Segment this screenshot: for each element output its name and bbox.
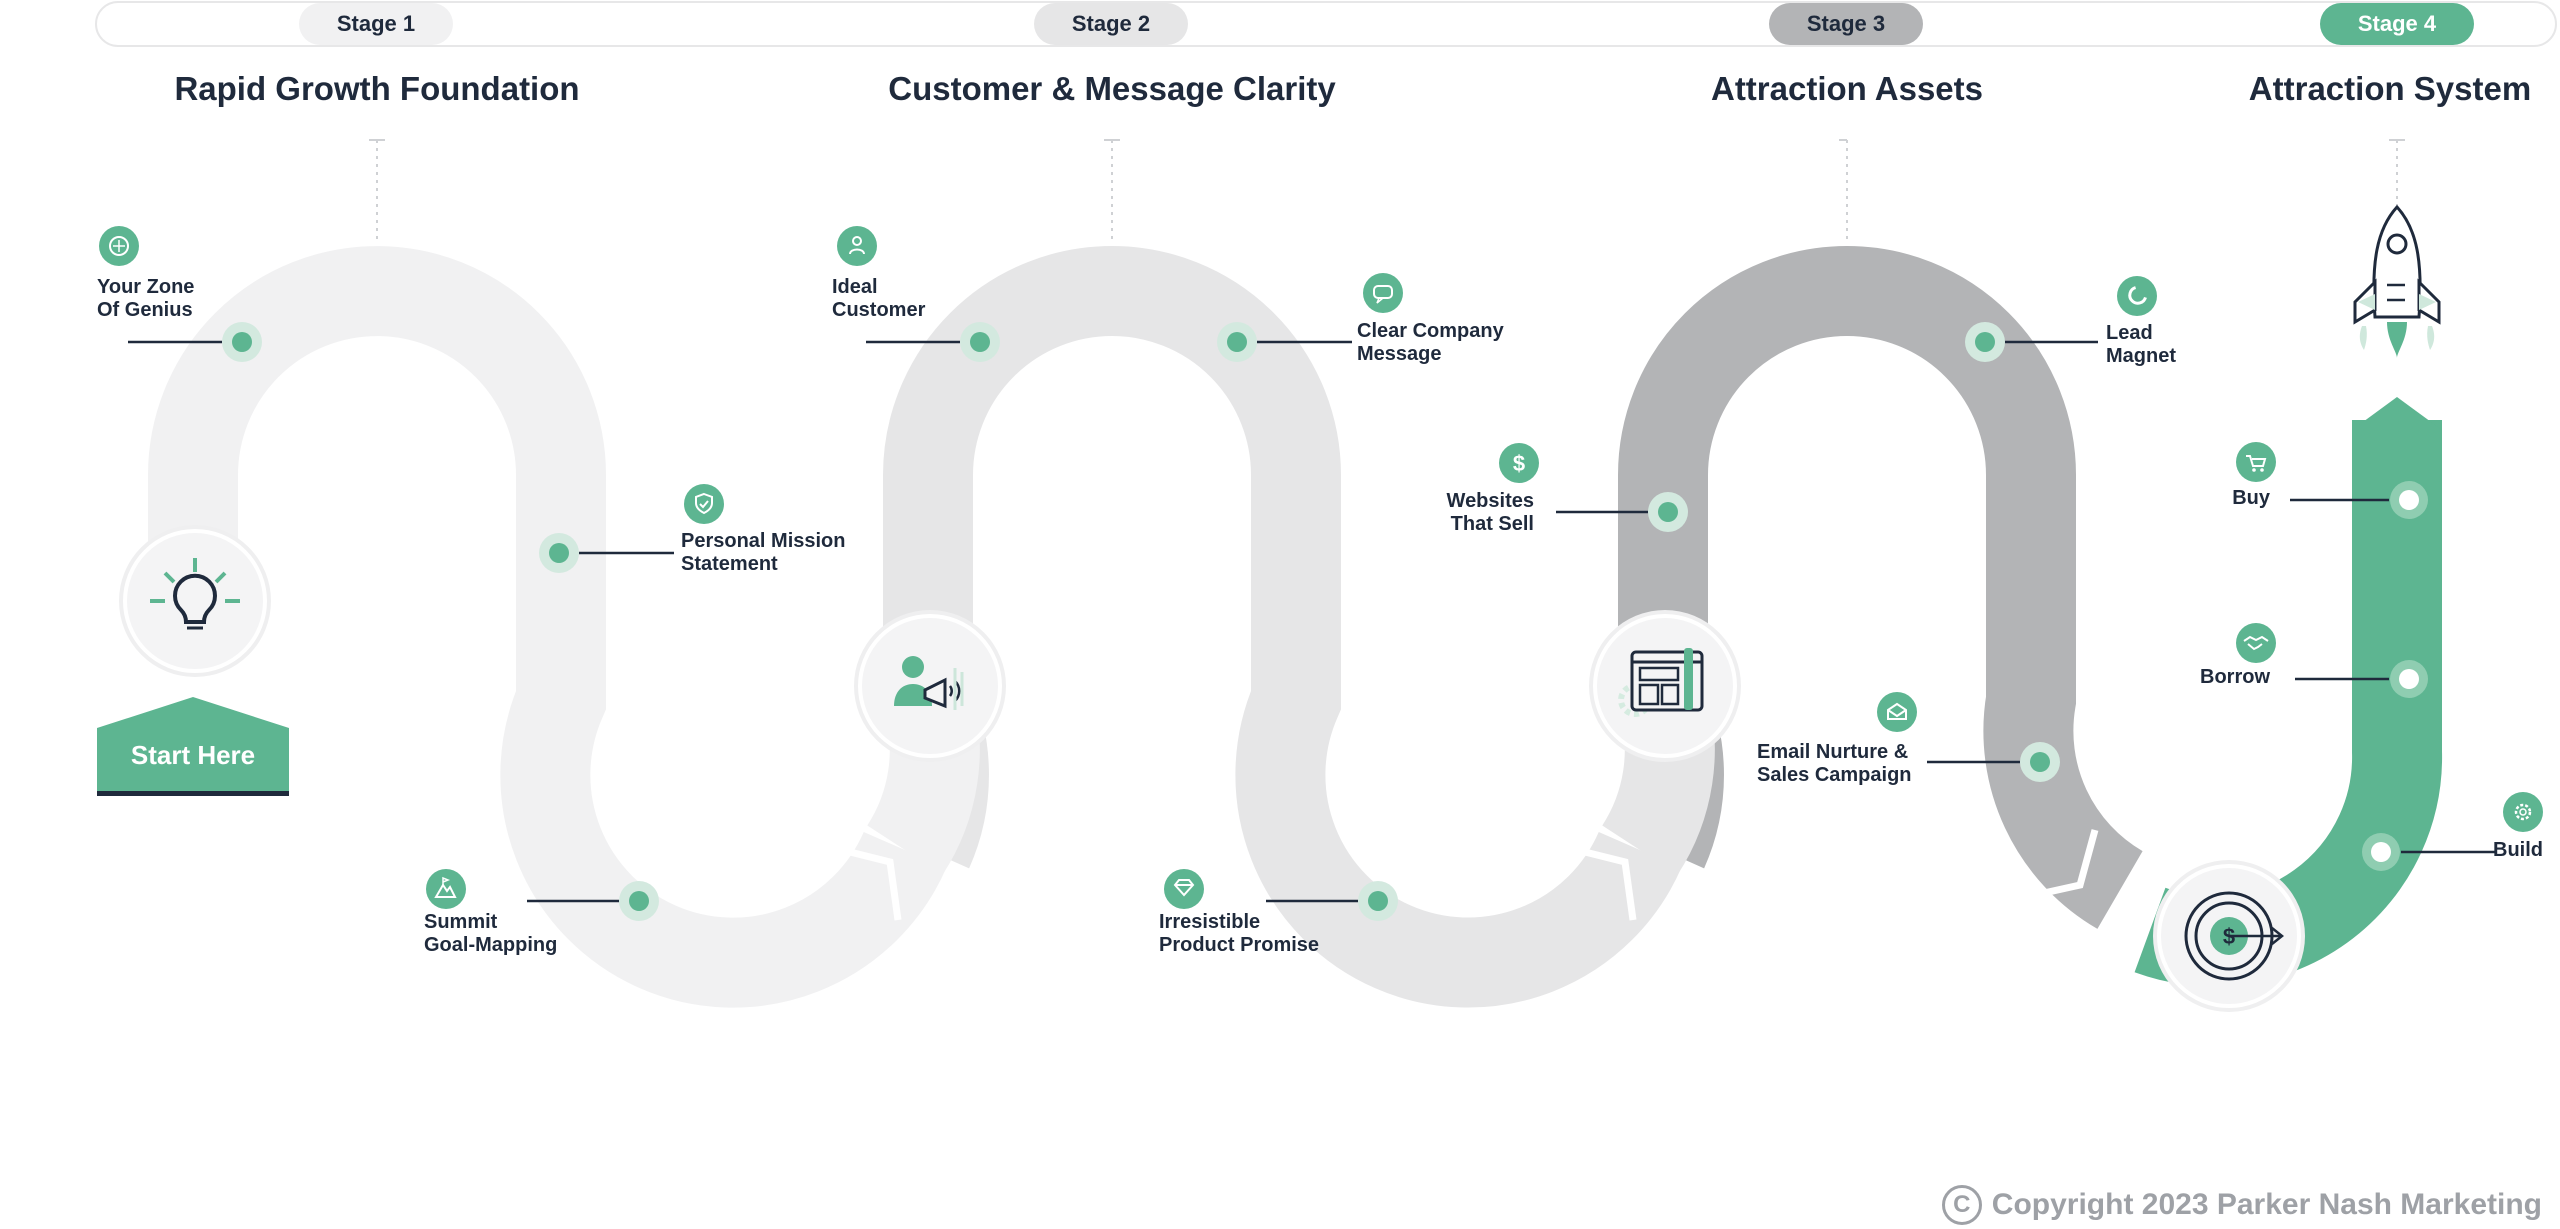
- track-arrow-head: [2352, 397, 2442, 430]
- person-icon: [837, 226, 877, 266]
- milestone-icons: $: [99, 226, 2543, 909]
- envelope-icon: [1877, 692, 1917, 732]
- dot-ideal-customer: [960, 322, 1000, 362]
- mountain-flag-icon: [426, 869, 466, 909]
- track-stage-1: [148, 246, 947, 1008]
- target-dollar-icon: $: [2153, 860, 2305, 1012]
- dot-lead-magnet: [1965, 322, 2005, 362]
- dot-email-nurture: [2020, 742, 2060, 782]
- dot-borrow: [2390, 660, 2428, 698]
- stage-4-title: Attraction System: [2248, 70, 2532, 107]
- stage-3-title: Attraction Assets: [1710, 70, 1983, 107]
- dot-buy: [2390, 481, 2428, 519]
- svg-text:$: $: [1513, 451, 1525, 476]
- label-borrow: Borrow: [2200, 666, 2270, 688]
- dot-websites: [1648, 492, 1688, 532]
- chat-bubble-icon: [1363, 273, 1403, 313]
- dot-zone-of-genius: [222, 322, 262, 362]
- dot-company-message: [1217, 322, 1257, 362]
- copyright: C Copyright 2023 Parker Nash Marketing: [1941, 1185, 2542, 1225]
- leader-lines: [128, 340, 2497, 903]
- copyright-text: Copyright 2023 Parker Nash Marketing: [1991, 1188, 2542, 1221]
- stage-3-pill[interactable]: Stage 3: [1769, 3, 1923, 45]
- label-build: Build: [2493, 839, 2543, 861]
- track-stage-2: [883, 246, 1682, 1008]
- gear-icon: [2503, 792, 2543, 832]
- shield-check-icon: [684, 484, 724, 524]
- start-here-label[interactable]: Start Here: [130, 740, 256, 770]
- track-stage-3: [1618, 246, 2144, 929]
- stage-header-bar: [95, 1, 2557, 47]
- rocket-icon: [2353, 204, 2441, 358]
- stage-2-pill[interactable]: Stage 2: [1034, 3, 1188, 45]
- dot-summit: [619, 881, 659, 921]
- website-layout-icon: [1589, 610, 1741, 762]
- stage-1-pill[interactable]: Stage 1: [299, 3, 453, 45]
- label-buy: Buy: [2232, 487, 2270, 509]
- lightbulb-icon: [119, 525, 271, 677]
- megaphone-person-icon: [854, 610, 1006, 762]
- start-here-badge: [97, 697, 289, 794]
- diamond-icon: [1164, 869, 1204, 909]
- label-email-nurture: Email Nurture &Sales Campaign: [1757, 741, 1912, 786]
- cart-icon: [2236, 442, 2276, 482]
- stage-1-title: Rapid Growth Foundation: [174, 70, 580, 107]
- dot-product-promise: [1358, 881, 1398, 921]
- stage-4-pill[interactable]: Stage 4: [2320, 3, 2474, 45]
- brain-icon: [99, 226, 139, 266]
- copyright-symbol-icon: C: [1941, 1185, 1982, 1225]
- dollar-icon: $: [1499, 443, 1539, 483]
- stage-2-title: Customer & Message Clarity: [888, 70, 1336, 107]
- handshake-icon: [2236, 623, 2276, 663]
- magnet-icon: [2117, 276, 2157, 316]
- dot-build: [2362, 833, 2400, 871]
- milestone-dots: [222, 322, 2428, 921]
- dot-mission: [539, 533, 579, 573]
- title-connectors: [376, 140, 2398, 240]
